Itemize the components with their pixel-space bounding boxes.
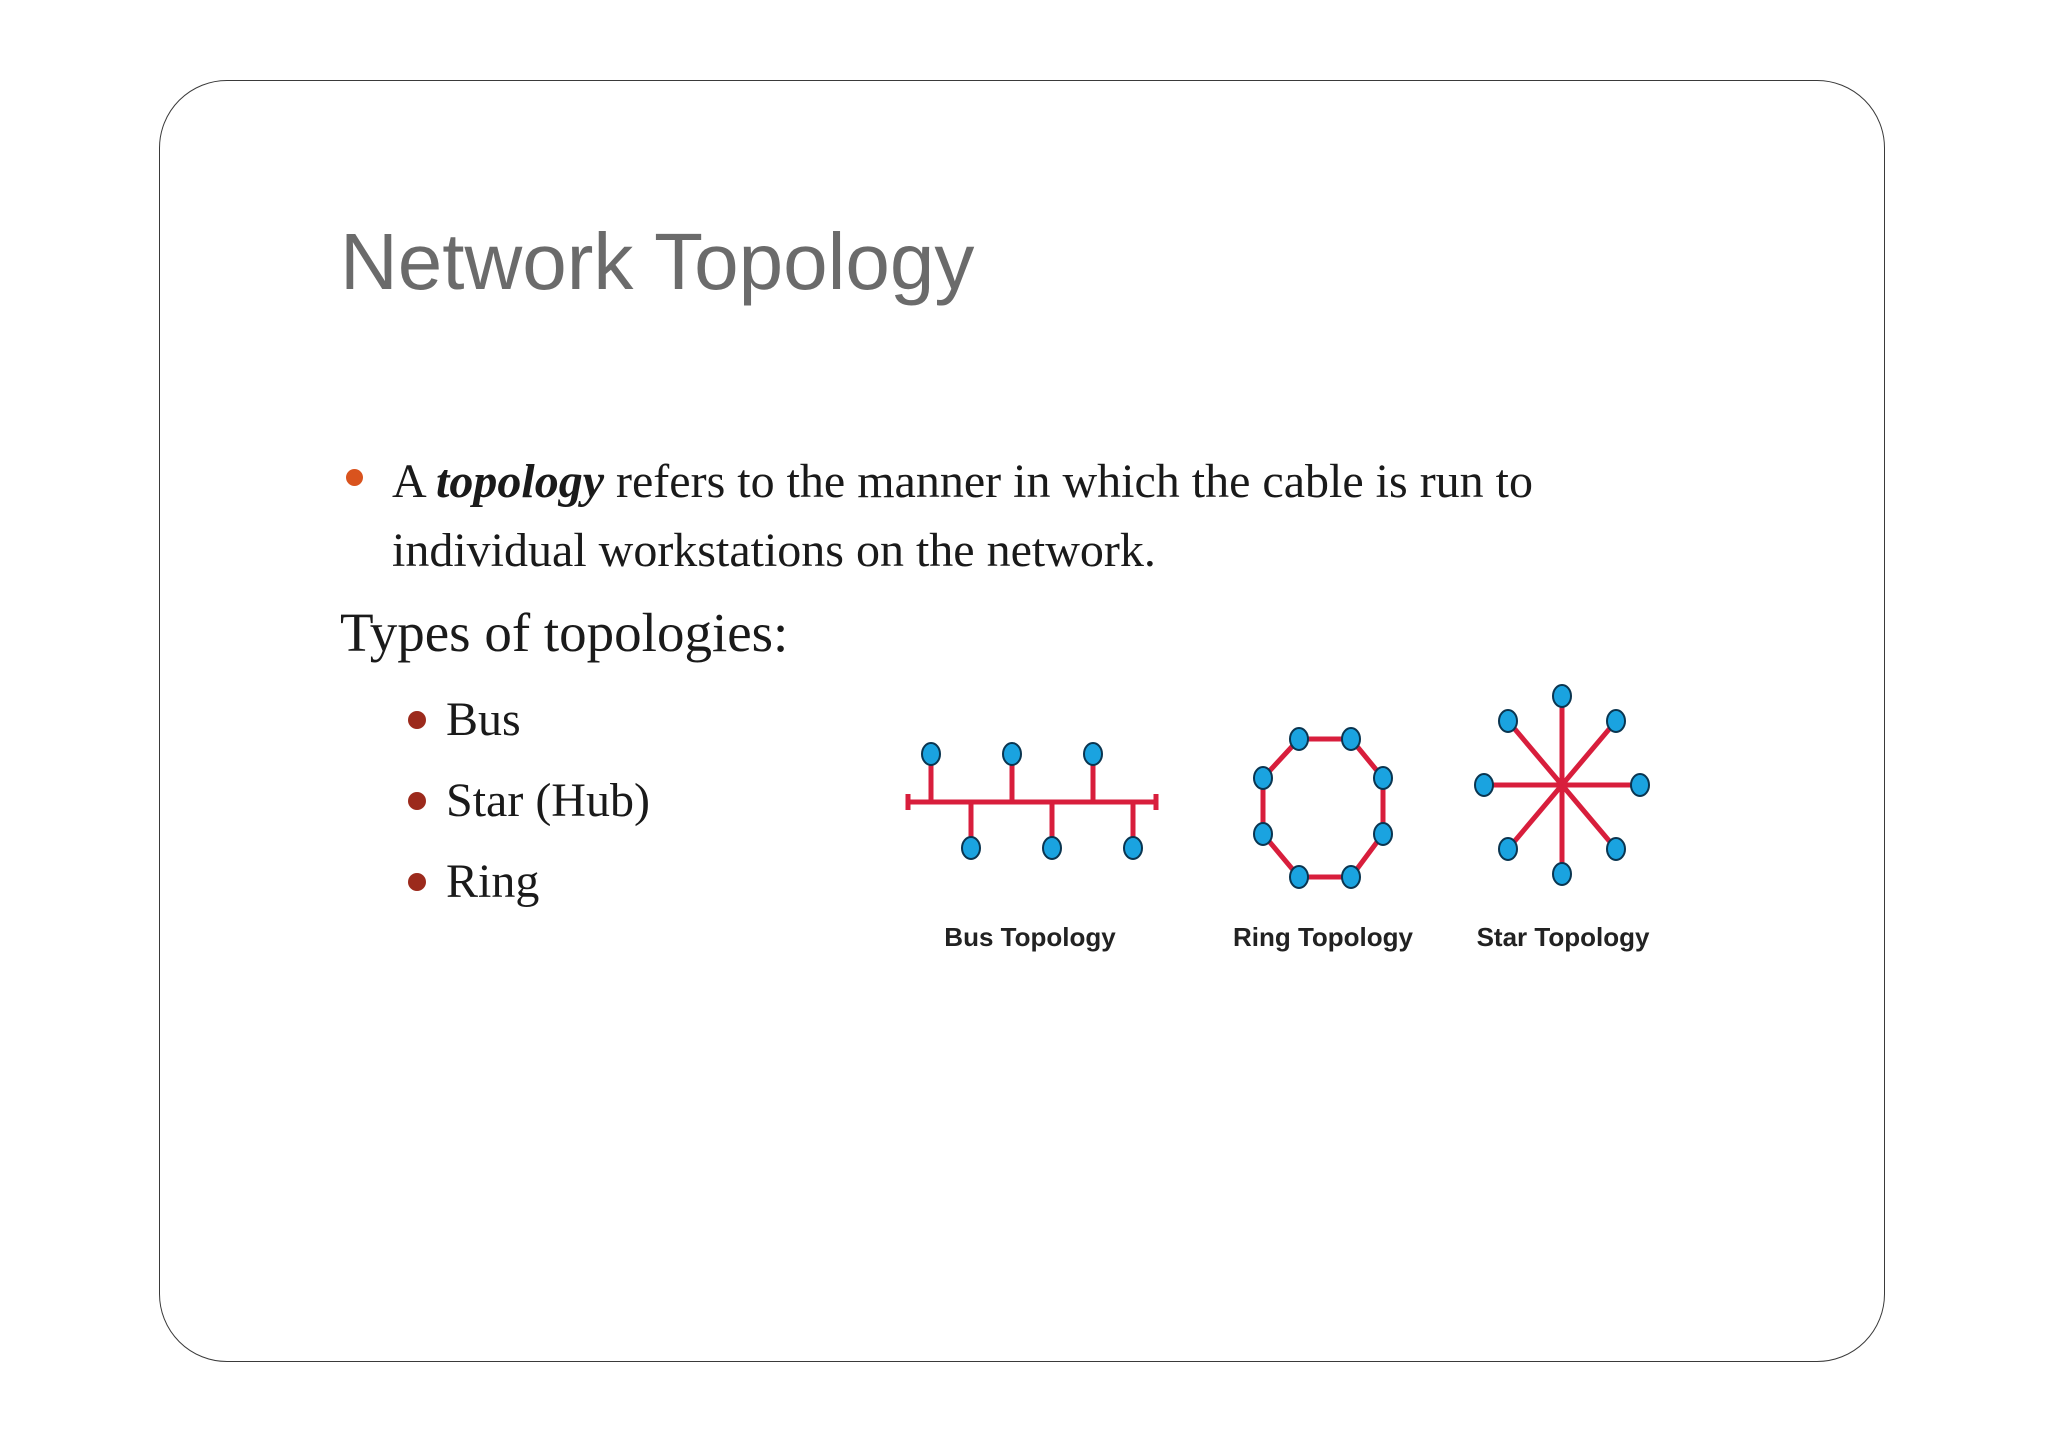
- bullet-dot-icon: [346, 469, 363, 486]
- definition-term: topology: [436, 455, 604, 508]
- slide-frame: [159, 80, 1885, 1362]
- topology-types-list: Bus Star (Hub) Ring: [408, 690, 650, 933]
- definition-prefix: A: [392, 455, 437, 508]
- ring-nodes: [1253, 727, 1393, 889]
- bus-node: [1002, 742, 1022, 766]
- list-item-label: Bus: [446, 693, 521, 746]
- bus-node: [1123, 836, 1143, 860]
- star-topology-label: Star Topology: [1476, 922, 1650, 952]
- bus-topology-graphic: [905, 754, 1159, 848]
- star-node: [1498, 837, 1518, 861]
- ring-node: [1341, 865, 1361, 889]
- bus-node: [921, 742, 941, 766]
- list-item-star: Star (Hub): [408, 771, 650, 852]
- bus-node: [961, 836, 981, 860]
- bullet-dot-icon: [408, 792, 426, 810]
- star-nodes: [1474, 684, 1650, 886]
- star-node: [1552, 684, 1572, 708]
- definition-bullet: A topology refers to the manner in which…: [346, 447, 1732, 585]
- ring-topology-label: Ring Topology: [1232, 922, 1414, 952]
- list-item-ring: Ring: [408, 852, 650, 933]
- ring-node: [1289, 727, 1309, 751]
- star-spoke: [1506, 783, 1564, 851]
- bus-nodes: [921, 742, 1143, 860]
- ring-node: [1253, 766, 1273, 790]
- slide-title: Network Topology: [340, 217, 975, 306]
- definition-text: refers to the manner in which the cable …: [392, 455, 1534, 577]
- topology-diagram-svg: [905, 684, 1650, 889]
- ring-node: [1289, 865, 1309, 889]
- ring-node: [1373, 766, 1393, 790]
- bus-node: [1083, 742, 1103, 766]
- list-item-label: Star (Hub): [446, 774, 650, 827]
- star-node: [1630, 773, 1650, 797]
- bullet-dot-icon: [408, 711, 426, 729]
- topology-diagram: Bus Topology Ring Topology Star Topology: [890, 672, 1670, 972]
- list-item-label: Ring: [446, 855, 540, 908]
- ring-node: [1341, 727, 1361, 751]
- star-node: [1606, 837, 1626, 861]
- star-spoke: [1560, 783, 1618, 851]
- star-node: [1498, 709, 1518, 733]
- bus-topology-label: Bus Topology: [944, 922, 1116, 952]
- ring-node: [1373, 822, 1393, 846]
- types-heading: Types of topologies:: [340, 602, 789, 663]
- star-node: [1474, 773, 1494, 797]
- star-spoke: [1506, 719, 1564, 787]
- bus-node: [1042, 836, 1062, 860]
- star-spokes: [1484, 696, 1640, 874]
- bullet-dot-icon: [408, 873, 426, 891]
- ring-cable: [1260, 736, 1386, 880]
- star-spoke: [1560, 719, 1618, 787]
- star-node: [1606, 709, 1626, 733]
- star-node: [1552, 862, 1572, 886]
- list-item-bus: Bus: [408, 690, 650, 771]
- ring-node: [1253, 822, 1273, 846]
